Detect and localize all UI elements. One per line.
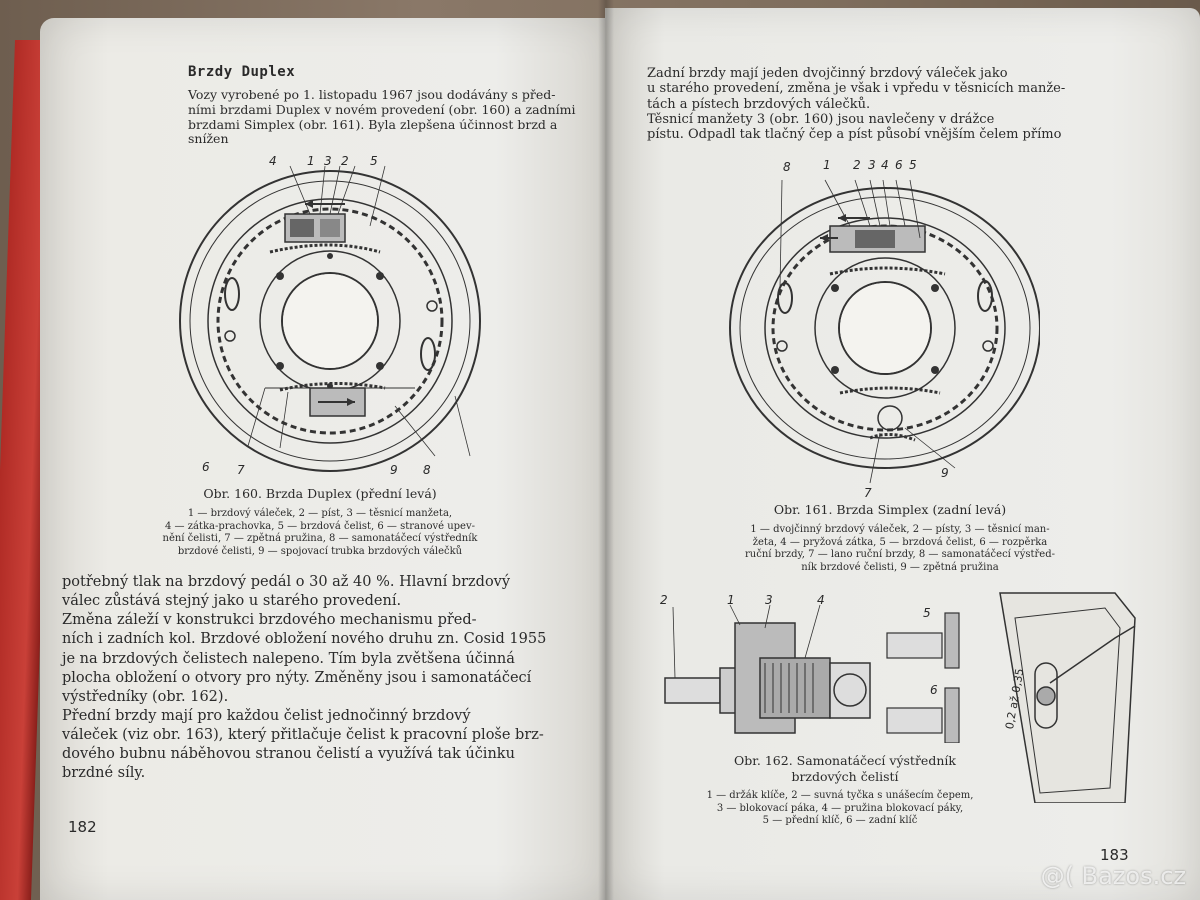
fig162-label: 1 <box>727 593 735 607</box>
right-page: Zadní brzdy mají jeden dvojčinný brzdový… <box>605 8 1200 900</box>
figure-162-cam-detail <box>999 592 1136 803</box>
fig161-label: 7 <box>864 486 872 500</box>
fig161-label: 2 <box>853 158 861 172</box>
section-heading: Brzdy Duplex <box>188 64 296 80</box>
figure-160-legend: 1 — brzdový váleček, 2 — píst, 3 — těsni… <box>162 508 478 557</box>
figure-160-caption: Obr. 160. Brzda Duplex (přední levá) <box>203 486 437 501</box>
fig162-label: 2 <box>660 593 668 607</box>
book-gutter <box>598 0 614 900</box>
fig161-label: 1 <box>823 158 831 172</box>
fig161-label: 4 <box>881 158 889 172</box>
fig160-label: 7 <box>237 463 245 477</box>
figure-160-duplex-brake <box>179 165 481 472</box>
fig161-label: 9 <box>941 466 949 480</box>
fig160-label: 5 <box>370 154 378 168</box>
fig160-label: 8 <box>423 463 431 477</box>
left-intro-text: Vozy vyrobené po 1. listopadu 1967 jsou … <box>188 87 576 147</box>
fig160-label: 3 <box>324 154 332 168</box>
page-number-right: 183 <box>1100 846 1129 864</box>
site-watermark: @( Bazos.cz <box>1040 862 1186 890</box>
figure-161-caption: Obr. 161. Brzda Simplex (zadní levá) <box>773 502 1007 517</box>
fig160-label: 2 <box>341 154 349 168</box>
fig160-label: 1 <box>307 154 315 168</box>
fig162-label: 5 <box>923 606 931 620</box>
fig160-label: 9 <box>390 463 398 477</box>
fig160-label: 4 <box>269 154 277 168</box>
fig161-label: 3 <box>868 158 876 172</box>
figure-161-simplex-brake <box>729 179 1040 484</box>
figure-162-caption: Obr. 162. Samonatáčecí výstředník brzdov… <box>734 753 956 784</box>
fig161-label: 6 <box>895 158 903 172</box>
left-page: Brzdy Duplex Vozy vyrobené po 1. listopa… <box>40 18 610 900</box>
page-number-left: 182 <box>68 818 97 836</box>
figure-162-cam-mechanism <box>664 604 960 743</box>
fig162-label: 6 <box>930 683 938 697</box>
right-intro-text: Zadní brzdy mají jeden dvojčinný brzdový… <box>647 66 1066 143</box>
fig160-label: 6 <box>202 460 210 474</box>
figure-162-legend: 1 — držák klíče, 2 — suvná tyčka s unáše… <box>706 790 974 826</box>
fig161-label: 5 <box>909 158 917 172</box>
left-body-text: potřebný tlak na brzdový pedál o 30 až 4… <box>62 574 547 782</box>
fig162-label: 3 <box>765 593 773 607</box>
figure-161-legend: 1 — dvojčinný brzdový váleček, 2 — písty… <box>745 524 1055 573</box>
fig161-label: 8 <box>783 160 791 174</box>
fig162-label: 4 <box>817 593 825 607</box>
